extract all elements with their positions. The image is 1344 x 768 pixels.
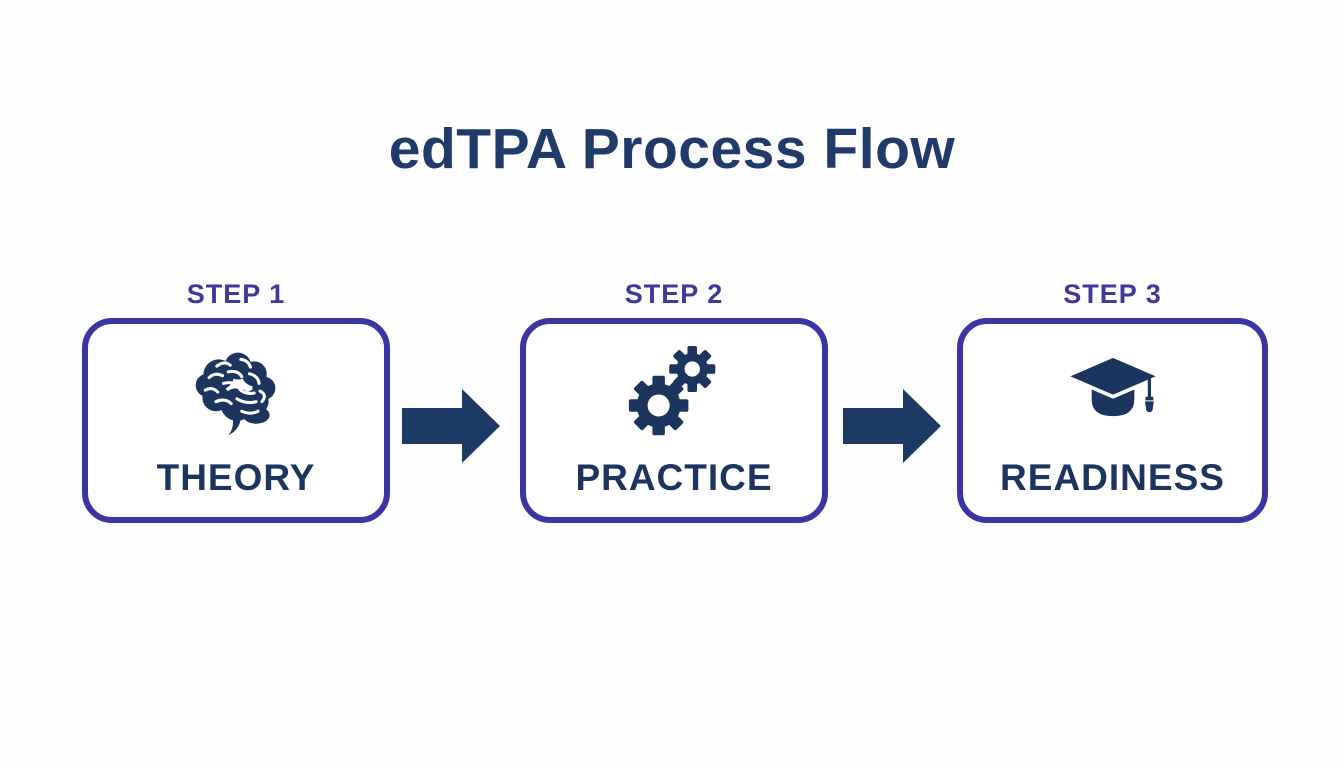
step-1-label: STEP 1	[186, 279, 286, 309]
step-2-box: PRACTICE	[520, 318, 828, 523]
step-3-box: READINESS	[957, 318, 1268, 523]
step-theory: STEP 1	[82, 279, 390, 523]
step-2-label: STEP 2	[624, 279, 724, 309]
gears-icon	[623, 345, 725, 441]
step-2-name: PRACTICE	[575, 457, 773, 498]
step-practice: STEP 2	[520, 279, 828, 523]
step-1-name: THEORY	[156, 457, 316, 498]
step-1-box: THEORY	[82, 318, 390, 523]
step-3-label: STEP 3	[1063, 279, 1162, 309]
graduation-cap-icon	[1062, 345, 1164, 441]
brain-icon	[185, 345, 287, 441]
arrow-right-icon	[843, 389, 941, 463]
page-title: edTPA Process Flow	[388, 117, 956, 181]
step-3-name: READINESS	[1000, 457, 1225, 498]
step-readiness: STEP 3 READINESS	[957, 279, 1268, 523]
arrow-right-icon	[402, 389, 500, 463]
